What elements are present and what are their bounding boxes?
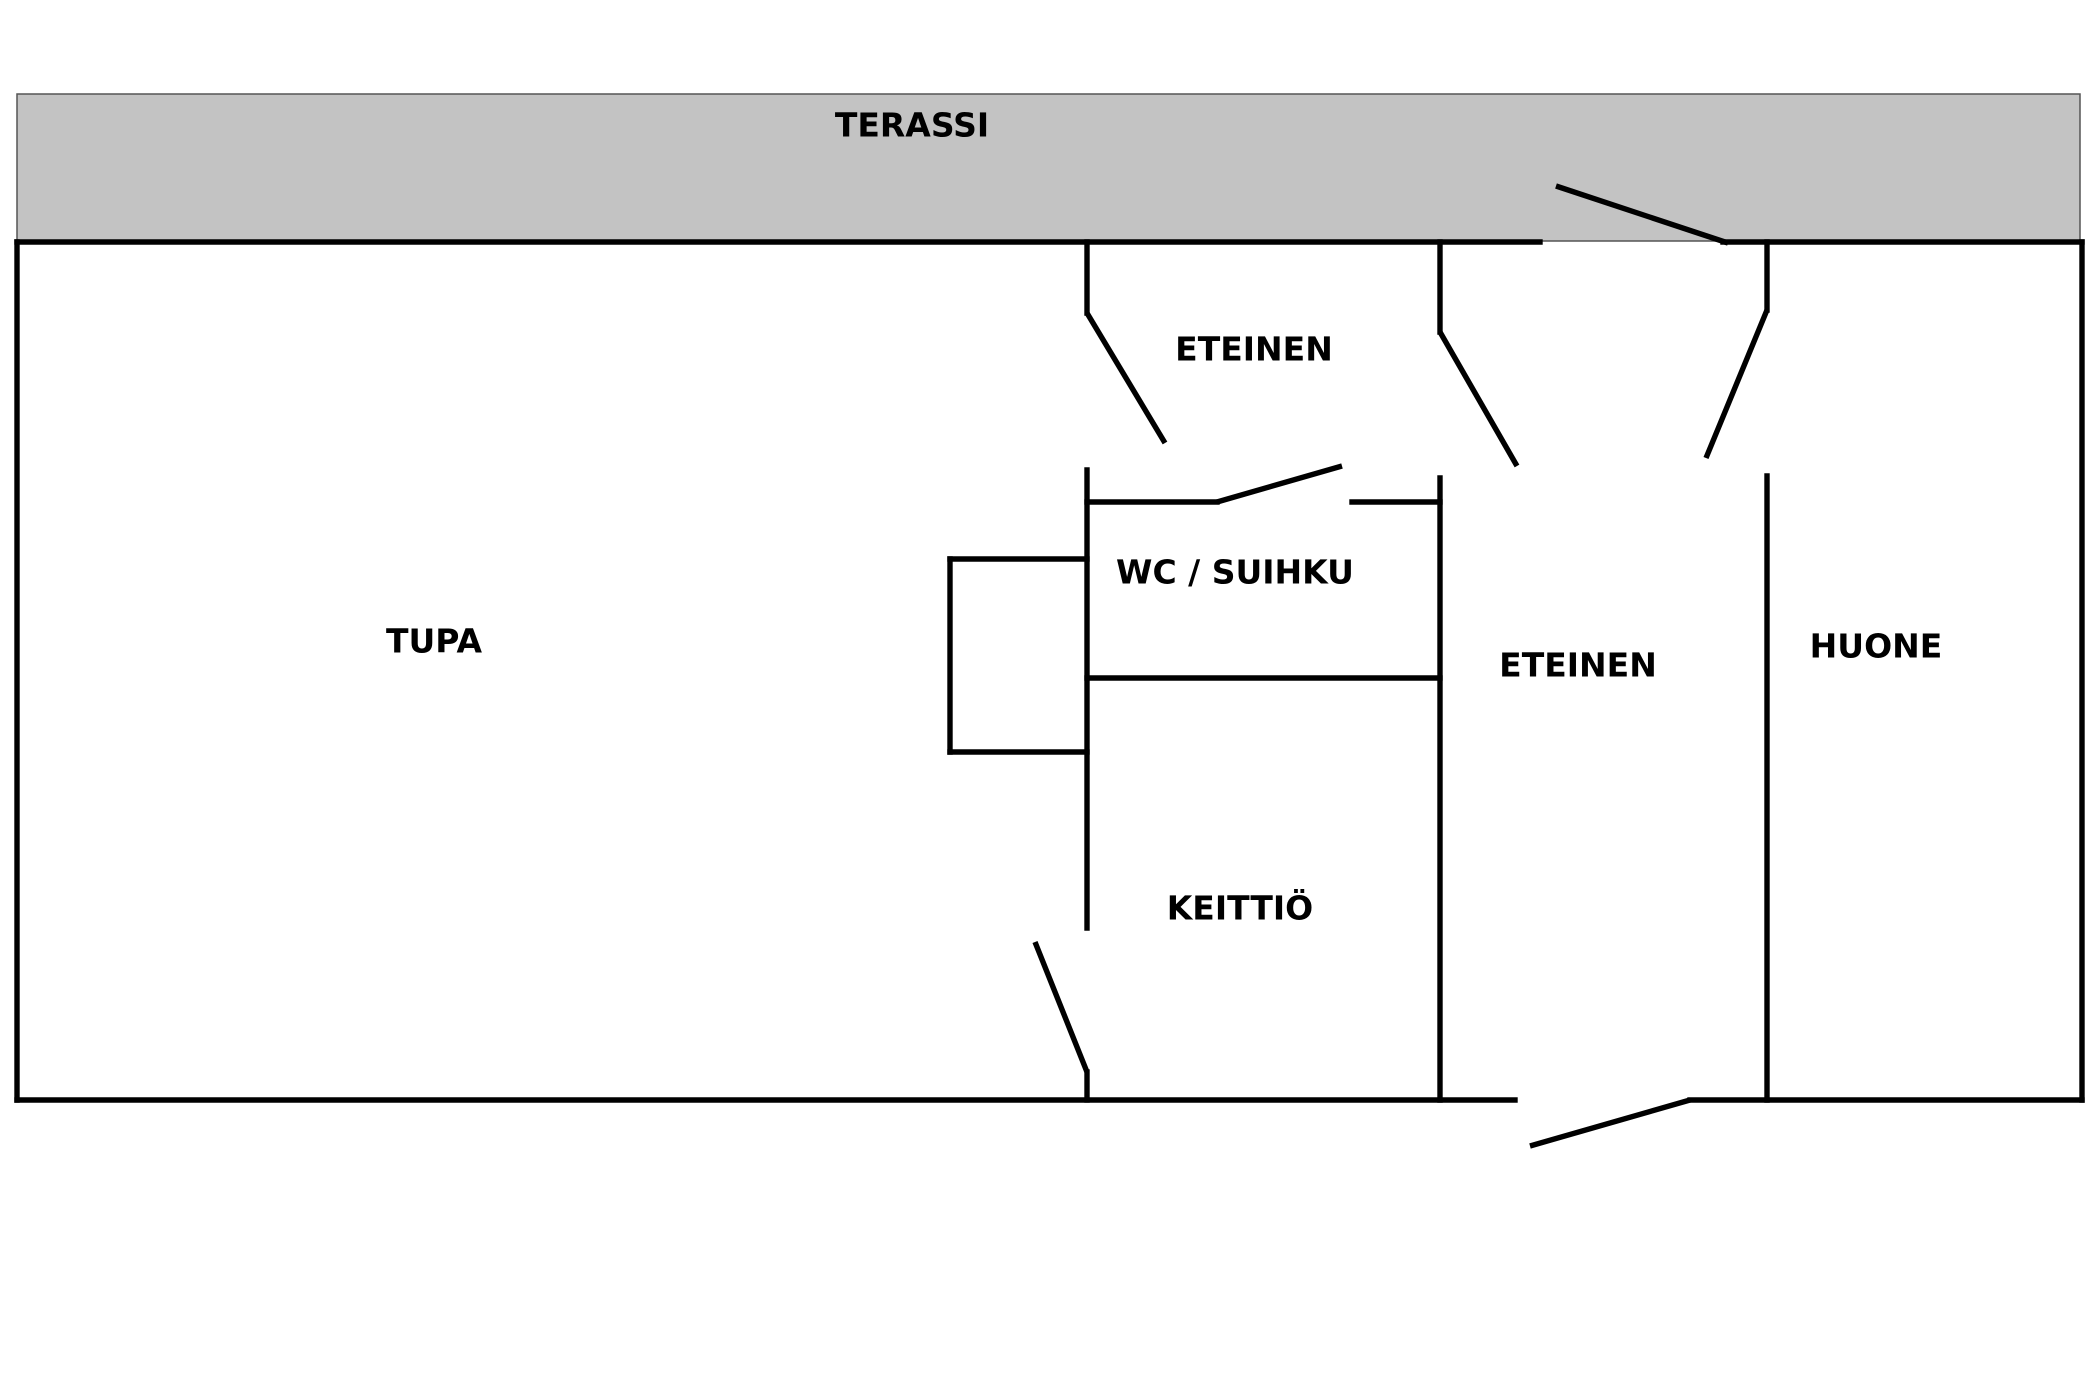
label-living-room: TUPA [386,622,482,661]
door-room [1703,308,1770,460]
doors [1032,183,1770,1149]
label-terrace: TERASSI [835,106,989,145]
label-wc-shower: WC / SUIHKU [1116,553,1354,592]
door-bottom-entrance [1529,1097,1691,1149]
door-kitchen [1032,940,1090,1074]
label-hall-main: ETEINEN [1499,646,1657,685]
label-hall-upper: ETEINEN [1175,330,1333,369]
label-kitchen: KEITTIÖ [1167,888,1314,928]
outer-walls [14,239,2085,1103]
label-room: HUONE [1810,627,1943,666]
terrace-area [16,93,2081,242]
door-wc [1216,463,1343,505]
door-hall-main [1437,330,1520,468]
door-terrace-entrance [1555,183,1729,246]
interior-walls [1084,239,1770,1103]
door-hall-upper [1084,311,1168,445]
stove-box [947,556,1090,755]
room-labels: TERASSI ETEINEN WC / SUIHKU TUPA ETEINEN… [386,106,1942,928]
